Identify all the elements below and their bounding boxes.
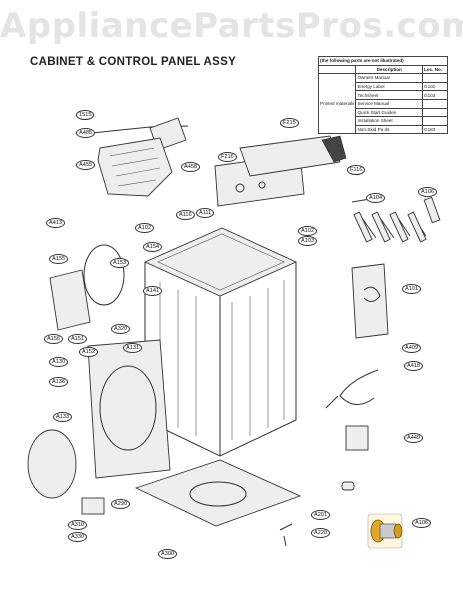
callout-label: A136: [49, 377, 69, 387]
callout-label: A130: [49, 357, 69, 367]
callout-label: F116: [347, 165, 366, 175]
pcb-assembly-part: [97, 137, 173, 197]
callout-label: F216: [218, 152, 237, 162]
callout-label: A413: [46, 218, 66, 228]
not-illustrated-parts-table: (the following parts are not illustrated…: [317, 56, 448, 135]
foot-cap-part: [341, 481, 355, 491]
callout-label: F215: [280, 118, 299, 128]
callout-label: A153: [110, 258, 130, 268]
callout-label: A201: [311, 510, 331, 520]
callout-label: A458: [181, 162, 201, 172]
callout-label: A133: [53, 412, 73, 422]
callout-label: A111: [196, 208, 215, 218]
callout-label: A102: [135, 223, 155, 233]
callout-label: A156: [44, 334, 64, 344]
callout-label: A103: [298, 236, 318, 246]
callout-label: A449: [404, 433, 424, 443]
callout-label: A141: [143, 286, 163, 296]
base-frame-part: [134, 459, 302, 527]
callout-label: A220: [311, 528, 331, 538]
callout-label: A310: [68, 520, 88, 530]
callout-label: A290: [111, 499, 131, 509]
pump-filter-cover-part: [81, 497, 105, 515]
power-cord-part: [325, 369, 379, 409]
callout-label: A455: [76, 160, 96, 170]
callout-label: A152: [79, 347, 99, 357]
front-panel-part: [87, 339, 171, 479]
door-glass-part: [27, 429, 77, 499]
callout-label: A154: [143, 242, 163, 252]
callout-label: A106: [418, 187, 438, 197]
callout-label: A320: [111, 324, 131, 334]
callout-label: A151: [68, 334, 88, 344]
callout-label: A116: [176, 210, 195, 220]
detergent-drawer-part: [239, 135, 341, 177]
callout-label: A102: [298, 226, 318, 236]
door-gasket-part: [83, 244, 125, 306]
diagram-title: CABINET & CONTROL PANEL ASSY: [30, 56, 237, 68]
group-label: Printed materials: [317, 73, 357, 135]
door-part: [49, 269, 91, 331]
callout-label: A330: [68, 532, 88, 542]
callout-label: A485: [76, 128, 96, 138]
callout-label: A131: [123, 343, 143, 353]
callout-label: A409: [402, 343, 422, 353]
callout-label: A104: [366, 193, 386, 203]
leveling-legs-part: [351, 196, 441, 243]
top-cover-part: [143, 227, 298, 297]
callout-label: A155: [49, 254, 69, 264]
callout-label: A101: [402, 284, 422, 294]
watermark-logo: AppliancePartsPros.com: [0, 6, 463, 46]
callout-label: A418: [404, 361, 424, 371]
door-opening: [99, 365, 157, 451]
highlighted-part: [367, 513, 403, 549]
callout-label: 1515: [76, 110, 95, 120]
callout-label: A106: [412, 518, 432, 528]
noise-filter-part: [345, 425, 369, 451]
callout-label: A300: [158, 549, 178, 559]
